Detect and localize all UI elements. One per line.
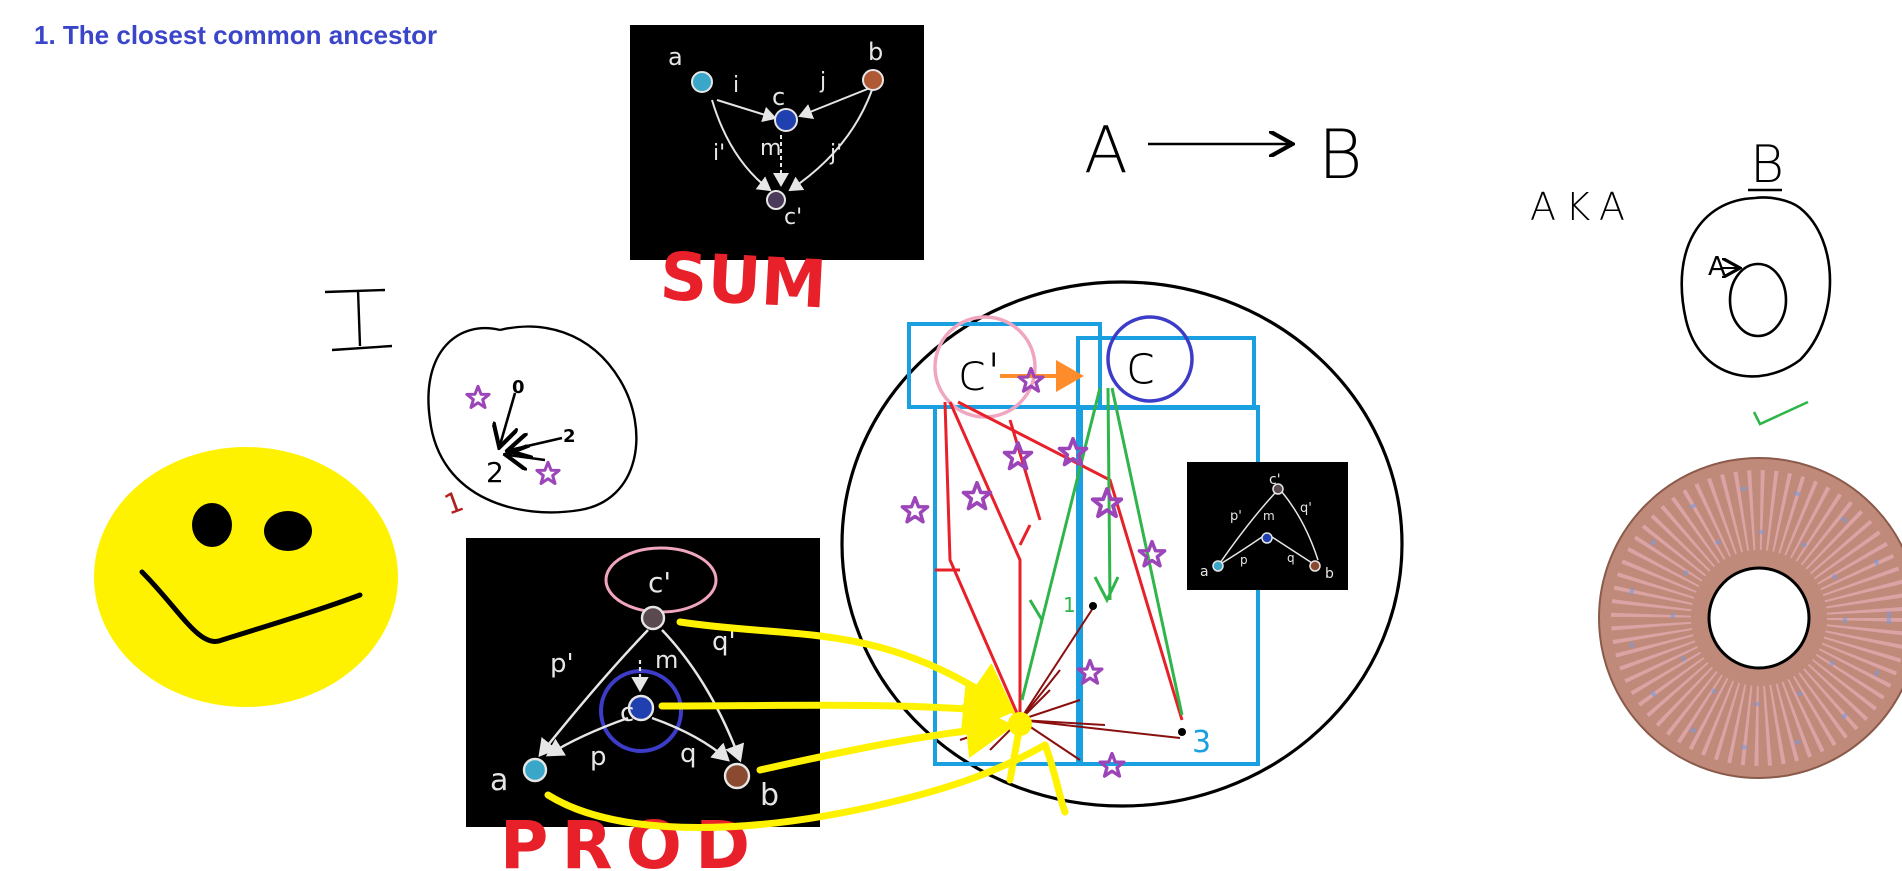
yellow-arrow-b <box>756 702 1015 774</box>
box-c-prime <box>907 322 1102 409</box>
yellow-arrows <box>544 618 1069 831</box>
sum-label-i-prime: i' <box>713 141 725 166</box>
sum-label-i: i <box>733 73 739 98</box>
sum-node-c-prime <box>766 190 786 210</box>
big-circle-outline <box>840 280 1404 808</box>
node-dot-1 <box>1089 602 1097 610</box>
big-mark-1: 1 <box>1063 593 1076 617</box>
sum-node-a <box>691 71 713 93</box>
prod-label-q: q <box>680 739 697 769</box>
smiley-eye-right <box>264 511 312 551</box>
small-node-a <box>1212 560 1224 572</box>
small-label-p-prime: p' <box>1230 509 1242 524</box>
small-label-m: m <box>1263 509 1275 523</box>
arrow-source-a: A <box>1084 114 1128 188</box>
small-label-q: q <box>1287 551 1295 565</box>
small-label-b: b <box>1325 566 1334 582</box>
sum-label-j: j <box>819 69 826 94</box>
aka-outer-circle <box>1680 196 1832 378</box>
big-circle-diagram: c' c <box>840 280 1404 808</box>
star-3 <box>1002 440 1034 471</box>
small-label-c-prime: c' <box>1269 472 1281 488</box>
terminal-mark-red: 1 <box>440 485 468 522</box>
aka-check-mark <box>1752 400 1809 426</box>
star-1 <box>900 495 930 524</box>
arrow-a-to-b: A B <box>1084 114 1363 195</box>
prod-label-q-prime: q' <box>712 627 736 657</box>
sum-label-m: m <box>760 136 781 161</box>
prod-node-c <box>627 694 655 722</box>
node-dot-3 <box>1178 728 1186 736</box>
c-blue-circle <box>1106 315 1194 403</box>
star-5 <box>1090 487 1124 519</box>
small-node-c-prime <box>1272 483 1284 495</box>
small-label-q-prime: q' <box>1300 501 1312 516</box>
prod-diagram: c' c a b p' q' m p q <box>466 538 820 827</box>
donut <box>1598 457 1902 779</box>
prod-label-c-prime: c' <box>648 566 671 599</box>
big-mark-3: 3 <box>1192 725 1211 760</box>
terminal-node-top: 0 <box>512 377 525 398</box>
aka-outer-b: B <box>1750 135 1784 195</box>
prod-node-a <box>522 757 548 783</box>
small-label-p: p <box>1240 553 1248 567</box>
sum-caption: SUM <box>658 238 829 324</box>
terminal-node-right: 2 <box>563 426 576 447</box>
terminal-circle <box>427 325 638 514</box>
page-title: 1. The closest common ancestor <box>34 20 438 50</box>
arrow-target-b: B <box>1318 116 1363 195</box>
yellow-arrow-c-prime <box>676 618 1016 714</box>
small-label-a: a <box>1200 564 1209 580</box>
yellow-arrow-tail <box>1041 741 1069 816</box>
prod-label-p-prime: p' <box>550 649 574 679</box>
prod-node-b <box>723 762 751 790</box>
sum-panel-bg <box>630 25 924 260</box>
sum-label-c-prime: c' <box>784 205 802 230</box>
prod-label-b: b <box>760 778 779 813</box>
small-panel-bg <box>1187 462 1348 590</box>
terminal-object-sketch: 0 2 2 1 <box>324 288 638 522</box>
sum-node-c <box>774 108 798 132</box>
smiley-eye-left <box>192 503 232 547</box>
star-6 <box>1137 539 1167 568</box>
prod-caption: PROD <box>500 807 750 871</box>
terminal-star-1 <box>465 384 491 409</box>
aka-sketch: AKA B A <box>1530 135 1832 426</box>
sum-label-j-prime: j' <box>829 141 842 166</box>
sum-diagram: a b c c' i j i' j' m <box>630 25 924 260</box>
big-label-c: c <box>1126 333 1156 396</box>
smiley-mouth <box>139 569 363 644</box>
aka-inner-a: A <box>1708 252 1726 282</box>
big-label-c-prime: c' <box>958 343 1001 403</box>
donut-body <box>1599 458 1902 778</box>
prod-node-c-prime <box>640 605 666 631</box>
small-product-diagram: c' p' q' m p q a b <box>1187 462 1348 590</box>
aka-prefix: AKA <box>1530 185 1625 229</box>
small-node-b <box>1309 560 1321 572</box>
prod-label-a: a <box>490 763 508 798</box>
small-node-c <box>1261 532 1273 544</box>
prod-label-m: m <box>655 646 678 674</box>
terminal-symbol <box>324 288 393 352</box>
aka-inner-circle <box>1728 262 1788 338</box>
terminal-node-center: 2 <box>486 456 504 489</box>
prod-label-p: p <box>590 742 607 772</box>
sum-label-b: b <box>868 38 883 66</box>
smiley-head <box>94 447 398 707</box>
sum-node-b <box>862 69 884 91</box>
sum-label-a: a <box>668 43 683 71</box>
smiley-face <box>94 447 398 707</box>
yellow-arrow-c <box>658 680 1012 736</box>
sum-label-c: c <box>772 83 785 111</box>
star-9 <box>1017 366 1045 393</box>
terminal-star-2 <box>535 460 561 485</box>
yellow-arrow-a <box>544 741 1049 831</box>
prod-label-c: c <box>620 698 634 728</box>
